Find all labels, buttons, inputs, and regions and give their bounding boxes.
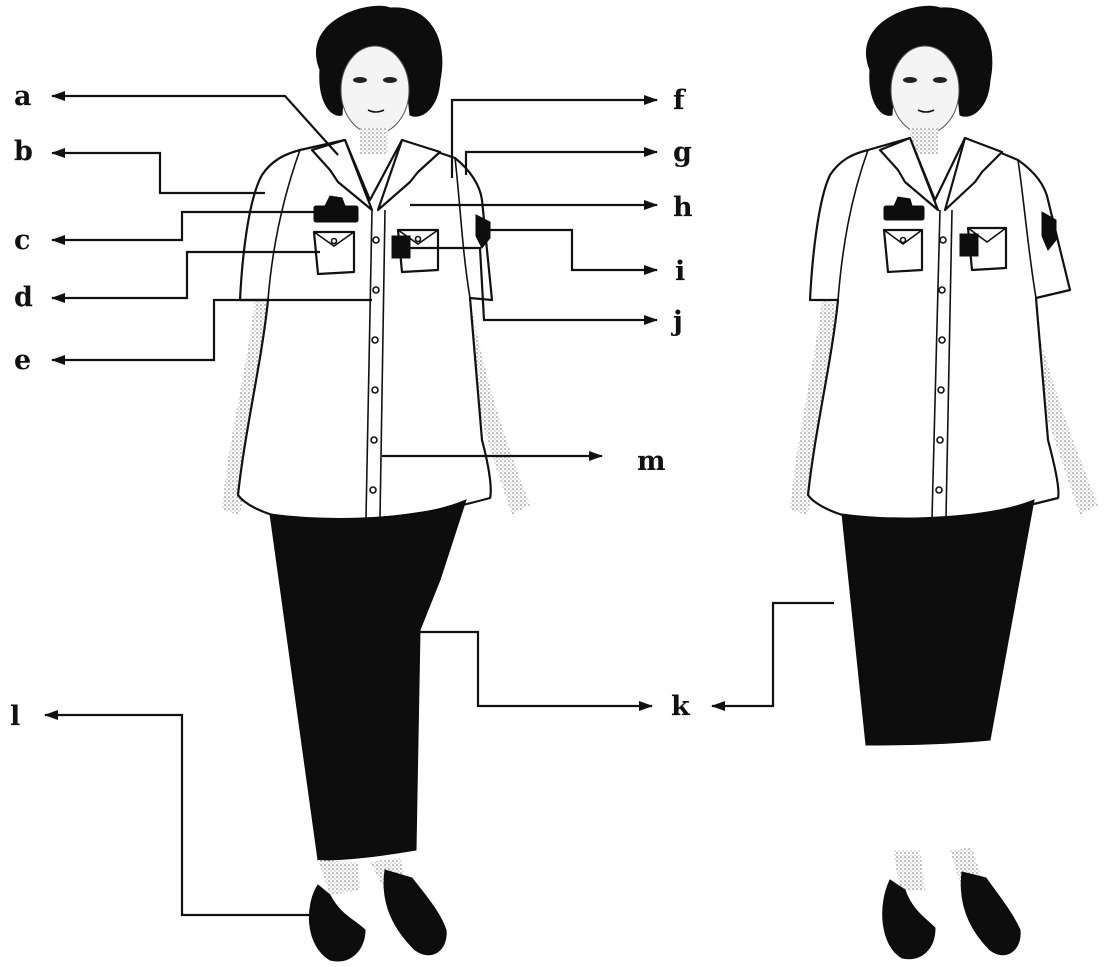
label-m: m — [637, 446, 666, 477]
label-g: g — [673, 137, 692, 168]
shoe-right — [384, 870, 446, 955]
leader-a — [52, 96, 338, 155]
leader-f — [452, 100, 657, 178]
figure-front-labeled — [222, 6, 530, 961]
blouse-2 — [808, 138, 1070, 520]
leader-k-right — [712, 603, 834, 706]
leader-g — [466, 152, 657, 175]
label-k: k — [671, 691, 691, 722]
label-h: h — [673, 192, 693, 223]
label-l: l — [10, 701, 20, 732]
shoe-left — [309, 885, 365, 961]
label-j: j — [671, 306, 683, 337]
label-d: d — [14, 282, 33, 313]
figure-back-labeled — [790, 6, 1098, 958]
label-a: a — [14, 81, 32, 112]
label-e: e — [14, 345, 31, 376]
leader-l — [45, 715, 312, 915]
skirt-2 — [842, 500, 1034, 745]
label-i: i — [675, 256, 685, 287]
skirt — [270, 500, 466, 860]
leader-b — [52, 153, 265, 193]
name-badge — [314, 206, 358, 222]
leader-i — [484, 230, 657, 270]
face — [341, 46, 409, 134]
label-f: f — [673, 85, 687, 116]
label-b: b — [14, 136, 33, 167]
neck — [360, 128, 388, 154]
label-c: c — [14, 225, 30, 256]
leader-k-left — [420, 632, 652, 706]
